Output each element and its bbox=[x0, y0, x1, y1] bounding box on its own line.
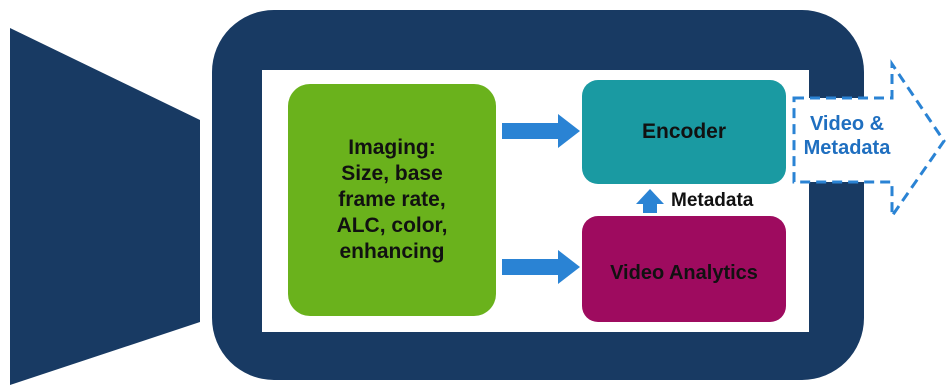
encoder-box bbox=[582, 80, 786, 184]
arrow-imaging-to-encoder bbox=[502, 114, 580, 148]
imaging-box bbox=[288, 84, 496, 316]
camera-lens-shape bbox=[10, 28, 200, 385]
output-arrow-outline bbox=[792, 59, 946, 221]
output-label-line1: Video & bbox=[809, 113, 885, 135]
output-label-line2: Metadata bbox=[803, 137, 891, 159]
arrow-imaging-to-analytics bbox=[502, 250, 580, 284]
metadata-link-label: Metadata bbox=[671, 190, 754, 211]
output-label: Video & Metadata bbox=[798, 112, 896, 160]
video-analytics-box bbox=[582, 216, 786, 322]
metadata-up-arrow bbox=[636, 189, 664, 213]
